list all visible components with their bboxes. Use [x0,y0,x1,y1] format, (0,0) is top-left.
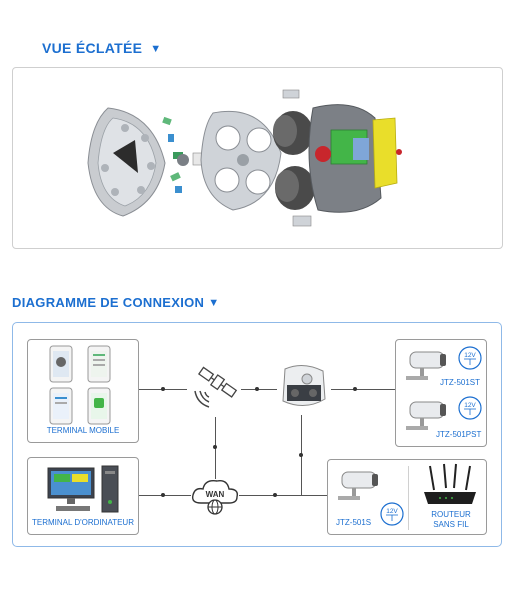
connection-diagram-frame: TERMINAL MOBILE 12V [12,322,502,547]
exploded-view-title: VUE ÉCLATÉE▼ [42,40,162,56]
router-label: ROUTEUR SANS FIL [431,510,471,529]
box-divider [408,466,409,530]
junction-dot [161,387,165,391]
connector-line [239,495,327,496]
power-12v-icon: 12V [458,396,482,420]
connector-line [241,389,277,390]
wifi-router-icon [424,463,476,504]
power-12v-icon: 12V [380,502,404,526]
camera-model-label: JTZ-501PST [436,430,482,439]
connector-line [139,495,191,496]
junction-dot [353,387,357,391]
junction-dot [255,387,259,391]
bullet-camera-icon [406,401,446,430]
caret-down-icon: ▼ [208,297,220,309]
exploded-view-frame [12,67,503,249]
mobile-phones-icon [49,345,111,425]
power-12v-icon: 12V [458,346,482,370]
camera-router-box: 12V JTZ-501S ROUTEUR SANS FIL [327,459,487,535]
camera-model-label: JTZ-501S [336,518,372,527]
motor-parts [273,89,315,227]
bracket-disc-part [200,110,282,211]
main-camera-icon [282,365,326,406]
desktop-computer-icon [47,465,119,513]
connection-diagram-title: DIAGRAMME DE CONNEXION▼ [12,295,220,310]
connector-line [331,389,395,390]
bullet-camera-icon [406,351,446,380]
rear-housing-part [308,104,402,213]
junction-dot [213,445,217,449]
mobile-terminal-box: TERMINAL MOBILE [27,339,139,443]
junction-dot [273,493,277,497]
junction-dot [299,453,303,457]
caret-down-icon: ▼ [150,43,162,55]
exploded-view-illustration [87,89,402,227]
wan-cloud-icon: WAN [191,479,239,515]
svg-text:12V: 12V [464,352,476,359]
camera-model-label: JTZ-501ST [440,378,481,387]
cameras-top-box: 12V JTZ-501ST 12V JTZ-501PST [395,339,487,447]
front-shell-part [87,107,166,217]
mobile-terminal-label: TERMINAL MOBILE [46,426,120,435]
computer-terminal-box: TERMINAL D'ORDINATEUR [27,457,139,535]
svg-text:WAN: WAN [206,490,225,499]
computer-terminal-label: TERMINAL D'ORDINATEUR [32,518,134,527]
svg-text:12V: 12V [464,402,476,409]
svg-text:12V: 12V [386,508,398,515]
junction-dot [161,493,165,497]
bullet-camera-icon [338,471,378,500]
satellite-icon [194,366,238,408]
